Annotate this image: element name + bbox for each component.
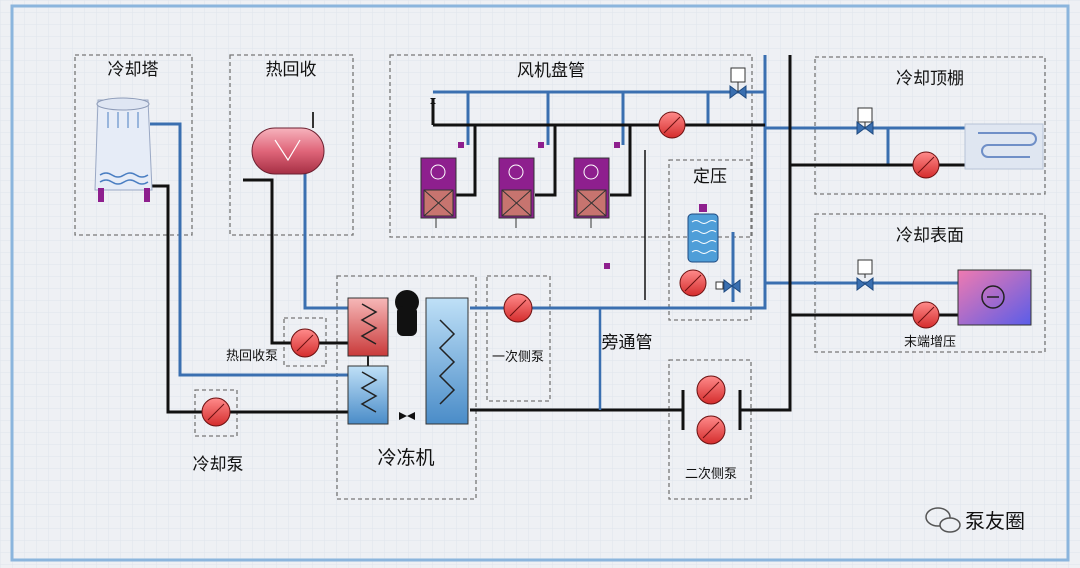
primary-pump-box [486,275,551,402]
chilled-ceiling-box [814,56,1046,195]
cooling-tower-box [74,54,193,236]
heat-recovery-pump-icon [290,328,320,358]
fan-coil-unit-3-icon [573,157,610,228]
cooling-pump-label: 冷却泵 [193,455,244,475]
heat-recovery-tank-icon [251,112,325,175]
cooling-surface-valve-icon [856,259,874,291]
fan-coil-label: 风机盘管 [517,61,585,81]
end-booster-pump-icon [912,301,940,329]
valve-marker-icon [538,142,544,148]
cooling-surface-label: 冷却表面 [896,226,964,246]
watermark-text: 泵友圈 [965,509,1025,533]
chiller-box [336,275,477,500]
chiller-icon [347,290,469,425]
secondary-pump-2-icon [696,415,726,445]
outer-frame [10,4,1070,562]
valve-marker-icon [604,263,610,269]
constant-pressure-label: 定压 [693,167,727,187]
fan-coil-box [389,54,753,238]
secondary-pump-box [668,359,752,500]
fan-coil-pump-icon [658,111,686,139]
pumps [201,111,940,445]
blue-pipes [150,55,965,377]
valve-marker-icon [614,142,620,148]
fan-coil-zone-valve-icon [729,67,747,99]
valve-marker-icon [458,142,464,148]
primary-pump-label: 一次侧泵 [492,349,544,365]
pressure-pump-icon [679,269,707,297]
cooling-tower-label: 冷却塔 [108,60,159,80]
fan-coil-units [420,98,620,269]
chilled-ceiling-pump-icon [912,151,940,179]
chilled-ceiling-panel-icon [964,123,1044,170]
expansion-tank-icon [687,204,741,293]
constant-pressure-box [668,159,752,321]
bypass-pipe-label: 旁通管 [602,333,653,353]
cooling-pump-icon [201,397,231,427]
fan-coil-unit-1-icon [420,157,457,228]
secondary-pump-label: 二次侧泵 [685,466,737,482]
valve-icon [430,98,436,104]
chilled-ceiling-valve-icon [856,107,874,135]
chilled-ceiling-label: 冷却顶棚 [896,69,964,89]
primary-pump-icon [503,293,533,323]
secondary-pump-1-icon [696,375,726,405]
fan-coil-unit-2-icon [498,157,535,228]
watermark: 泵友圈 [925,507,1025,533]
heat-recovery-pump-label: 热回收泵 [226,349,278,364]
end-booster-label: 末端增压 [904,335,956,350]
chiller-label: 冷冻机 [377,447,434,469]
wechat-icon [925,507,961,533]
cooling-tower-icon [94,97,153,202]
heat-recovery-label: 热回收 [266,60,317,80]
heat-recovery-box [229,54,354,236]
cooling-surface-panel-icon [957,269,1032,326]
